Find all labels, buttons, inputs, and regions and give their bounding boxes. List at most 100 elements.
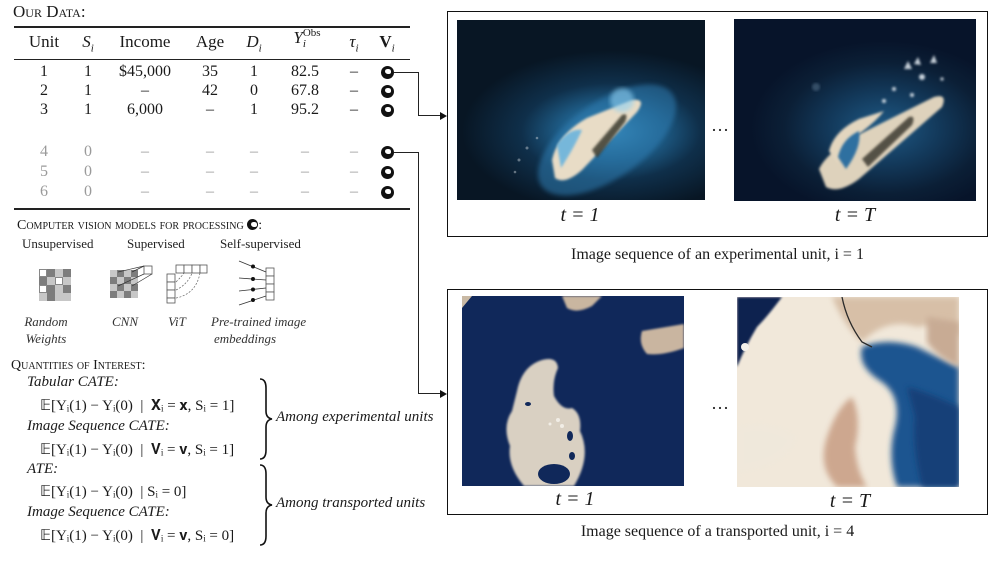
- v-symbol: V: [379, 32, 392, 51]
- cell-s: 1: [84, 63, 92, 80]
- transported-panel-caption: Image sequence of a transported unit, i …: [580, 523, 855, 540]
- cell-d: 0: [250, 82, 258, 99]
- cell-y-obs: –: [301, 163, 309, 180]
- globe-icon[interactable]: [381, 66, 394, 79]
- cell-y-obs: 67.8: [291, 82, 319, 99]
- quantity-expression: 𝔼[Yᵢ(1) − Yᵢ(0) | 𝐕ᵢ = 𝐯, Sᵢ = 0]: [40, 528, 235, 544]
- column-header-age: Age: [195, 32, 225, 51]
- quantity-expression: 𝔼[Yᵢ(1) − Yᵢ(0) | 𝐗ᵢ = 𝐱, Sᵢ = 1]: [40, 398, 235, 414]
- cell-y-obs: –: [301, 143, 309, 160]
- cell-income: –: [141, 183, 149, 200]
- globe-icon[interactable]: [381, 186, 394, 199]
- frame-label-t1: t = 1: [555, 488, 595, 510]
- cell-d: 1: [250, 101, 258, 118]
- model-label-line: Weights: [25, 331, 67, 346]
- cell-income: $45,000: [119, 63, 171, 80]
- cell-tau: –: [350, 163, 358, 180]
- model-label-line: Pre-trained image: [211, 314, 307, 329]
- tau-symbol: τ: [349, 32, 356, 51]
- column-header-income: Income: [119, 32, 171, 51]
- cell-unit: 4: [40, 143, 48, 160]
- connector-segment: [418, 115, 441, 117]
- column-header-unit: Unit: [28, 32, 60, 51]
- satellite-image-island-reef-t1[interactable]: [457, 20, 705, 200]
- models-title-text: Computer vision models for processing: [17, 218, 244, 233]
- globe-icon[interactable]: [381, 166, 394, 179]
- model-label-line: Random: [24, 314, 68, 329]
- satellite-image-coastal-island-t1[interactable]: [462, 296, 684, 486]
- connector-segment: [418, 152, 420, 394]
- globe-icon[interactable]: [381, 146, 394, 159]
- right-brace-icon: [259, 378, 273, 460]
- cell-unit: 5: [40, 163, 48, 180]
- model-label-vit: ViT: [168, 314, 186, 329]
- ellipsis: ···: [711, 398, 729, 418]
- column-header-s: Si: [76, 32, 100, 54]
- frame-label-tT: t = T: [834, 204, 876, 226]
- ellipsis: ···: [711, 120, 729, 140]
- cnn-icon: [110, 264, 156, 302]
- experimental-panel-caption: Image sequence of an experimental unit, …: [571, 246, 864, 263]
- category-self-supervised: Self-supervised: [220, 236, 301, 251]
- globe-icon[interactable]: [381, 85, 394, 98]
- cell-age: –: [206, 163, 214, 180]
- d-subscript: i: [258, 42, 262, 55]
- globe-icon: [247, 219, 259, 230]
- cell-income: –: [141, 143, 149, 160]
- y-subscript: i: [302, 38, 306, 50]
- globe-icon[interactable]: [381, 104, 394, 117]
- column-header-v: Vi: [375, 32, 399, 54]
- cell-age: 35: [202, 63, 218, 80]
- cell-unit: 3: [40, 101, 48, 118]
- cell-income: –: [141, 82, 149, 99]
- cell-age: 42: [202, 82, 218, 99]
- satellite-image-island-reef-tT[interactable]: [734, 19, 976, 201]
- cell-tau: –: [350, 101, 358, 118]
- cell-d: –: [250, 183, 258, 200]
- connector-segment: [418, 393, 441, 395]
- column-header-tau: τi: [343, 32, 365, 54]
- model-label-cnn: CNN: [111, 314, 138, 329]
- cell-s: 0: [84, 143, 92, 160]
- arrow-head-icon: [440, 111, 447, 120]
- quantity-label: Image Sequence CATE:: [27, 418, 170, 434]
- connector-segment: [394, 152, 418, 154]
- cell-y-obs: 82.5: [291, 63, 319, 80]
- y-symbol: Y: [293, 28, 303, 47]
- cell-s: 1: [84, 101, 92, 118]
- table-top-rule: [14, 26, 410, 28]
- quantity-label: ATE:: [27, 461, 59, 477]
- cell-s: 0: [84, 163, 92, 180]
- y-superscript: Obs: [302, 27, 321, 39]
- table-bottom-rule: [14, 208, 410, 210]
- column-header-d: Di: [242, 32, 266, 54]
- cell-unit: 1: [40, 63, 48, 80]
- cell-income: –: [141, 163, 149, 180]
- models-title-suffix: :: [258, 218, 263, 233]
- cell-age: –: [206, 101, 214, 118]
- model-label-random-weights: Random Weights: [22, 313, 70, 347]
- quantity-label: Tabular CATE:: [27, 374, 119, 390]
- models-section-title: Computer vision models for processing :: [17, 218, 262, 234]
- cell-d: –: [250, 143, 258, 160]
- satellite-image-coastline-tT[interactable]: [737, 297, 959, 487]
- cell-y-obs: 95.2: [291, 101, 319, 118]
- quantity-expression: 𝔼[Yᵢ(1) − Yᵢ(0) | Sᵢ = 0]: [40, 484, 187, 500]
- cell-income: 6,000: [127, 101, 163, 118]
- cell-unit: 6: [40, 183, 48, 200]
- connector-segment: [394, 72, 418, 74]
- group-label-transported: Among transported units: [276, 495, 426, 511]
- tau-subscript: i: [355, 42, 359, 55]
- pretrained-embeddings-icon: [238, 260, 275, 306]
- data-section-title: Our Data:: [13, 2, 86, 21]
- cell-d: –: [250, 163, 258, 180]
- quantity-label: Image Sequence CATE:: [27, 504, 170, 520]
- connector-segment: [418, 72, 420, 116]
- cell-tau: –: [350, 63, 358, 80]
- right-brace-icon: [259, 464, 273, 546]
- category-unsupervised: Unsupervised: [22, 236, 94, 251]
- quantity-expression: 𝔼[Yᵢ(1) − Yᵢ(0) | 𝐕ᵢ = 𝐯, Sᵢ = 1]: [40, 442, 235, 458]
- cell-s: 1: [84, 82, 92, 99]
- cell-tau: –: [350, 143, 358, 160]
- quantities-section-title: Quantities of Interest:: [11, 358, 146, 373]
